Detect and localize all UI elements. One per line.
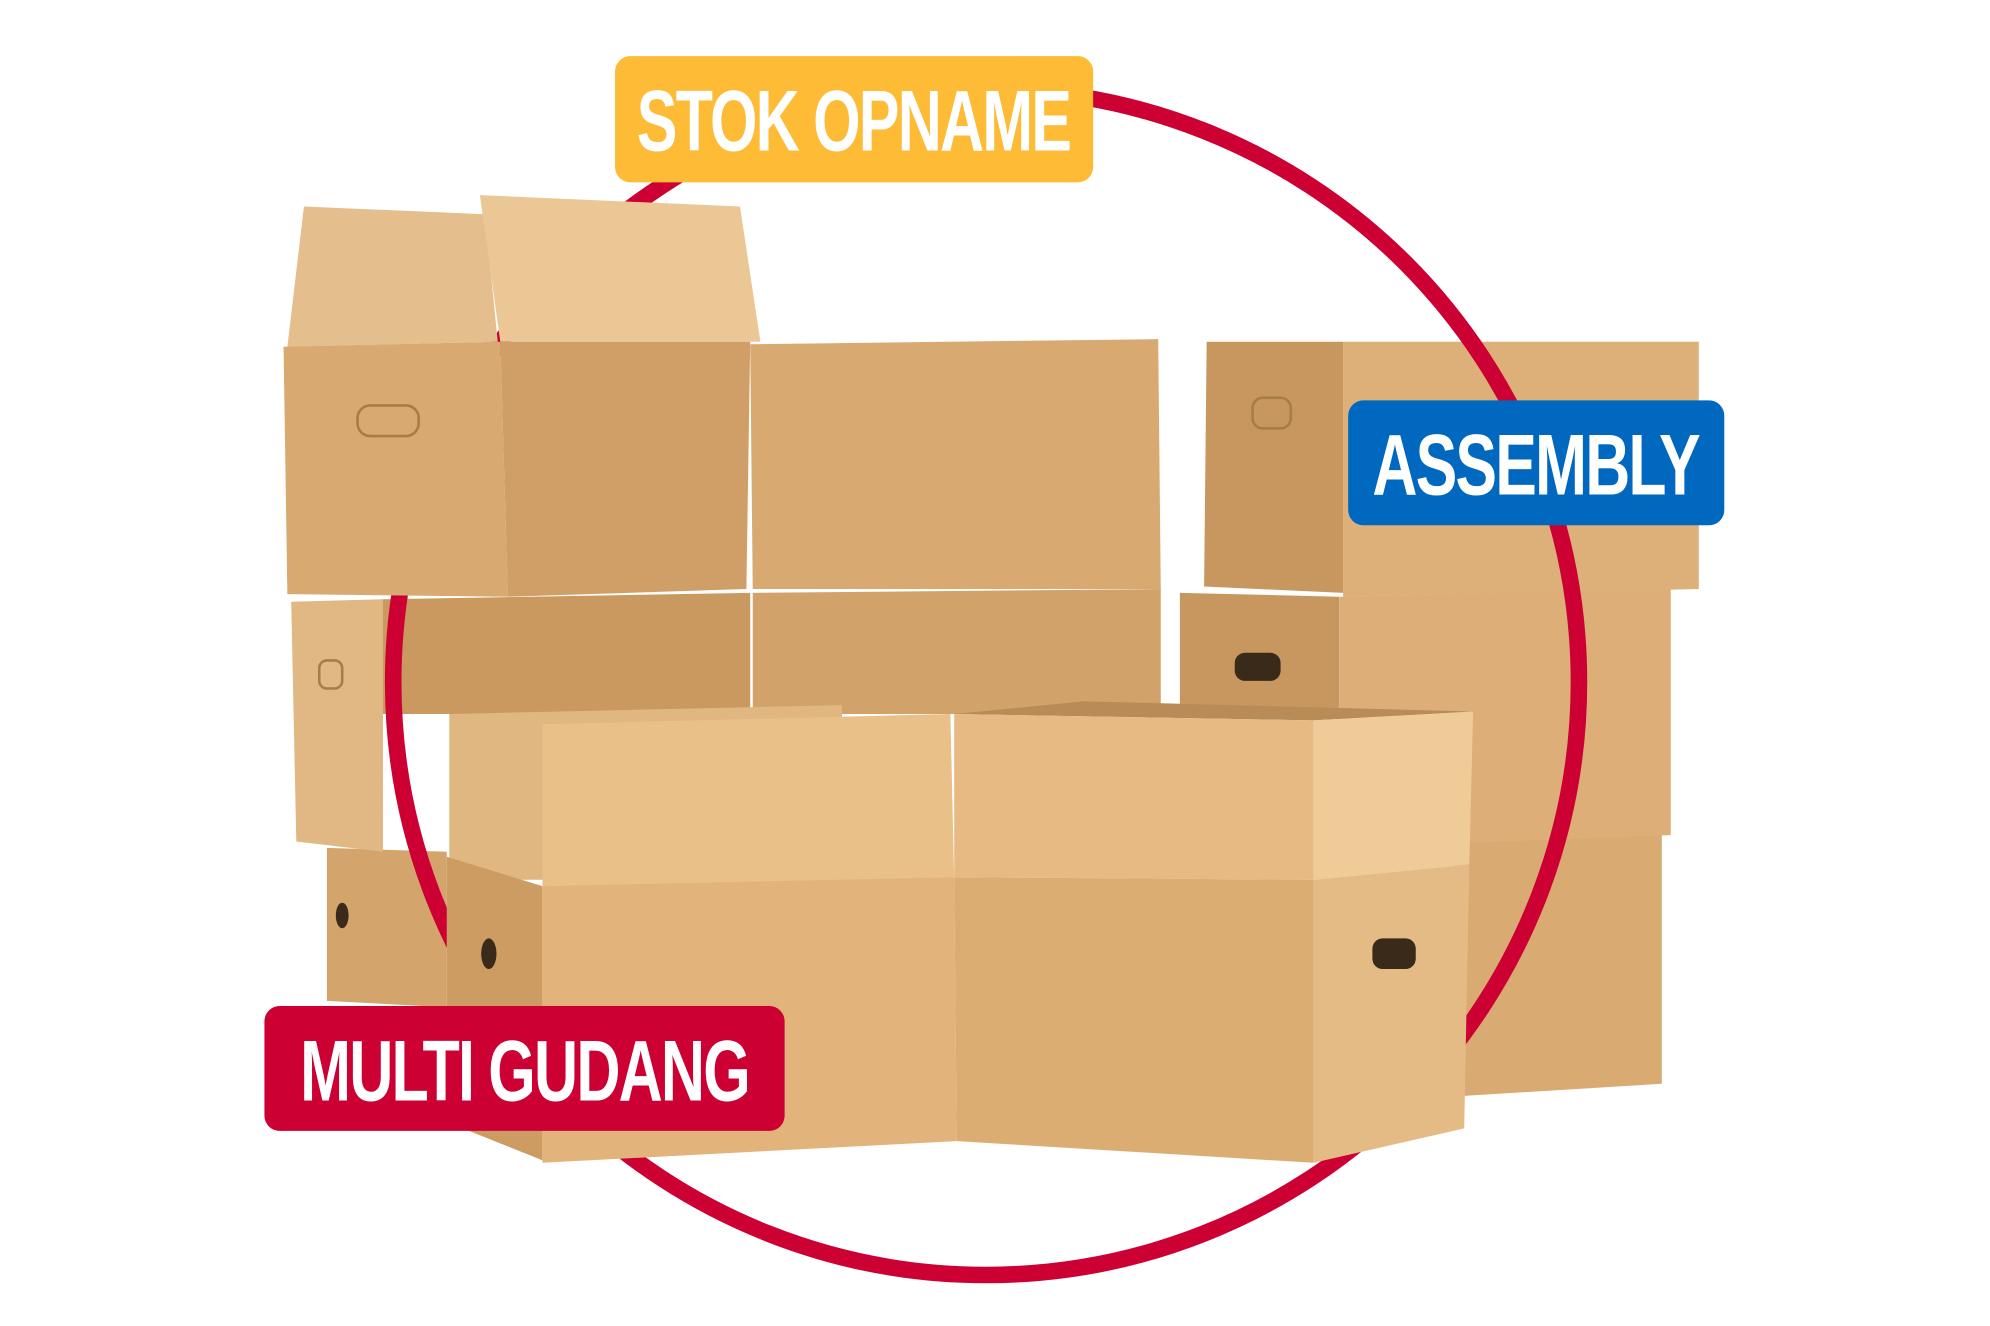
label-multi-gudang-text: MULTI GUDANG — [300, 1023, 749, 1119]
label-stok-opname-text: STOK OPNAME — [637, 73, 1071, 169]
box-front-right-open — [954, 701, 1474, 1163]
box-left-bottom — [326, 847, 447, 1008]
label-multi-gudang: MULTI GUDANG — [264, 1005, 785, 1131]
label-stok-opname: STOK OPNAME — [615, 56, 1094, 183]
box-middle-top — [750, 339, 1161, 590]
label-assembly-text: ASSEMBLY — [1372, 418, 1700, 514]
label-assembly: ASSEMBLY — [1348, 400, 1725, 526]
box-right-bottom — [1454, 835, 1662, 1097]
box-left-top-open — [283, 195, 761, 597]
box-middle-bottom — [752, 589, 1161, 714]
box-left-middle — [291, 592, 751, 852]
